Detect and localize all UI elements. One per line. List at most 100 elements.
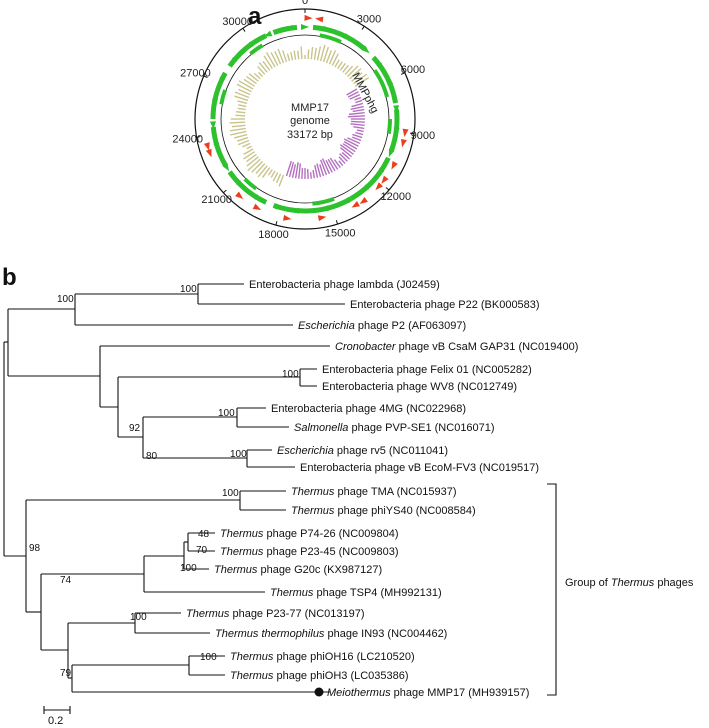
bootstrap-value: 100: [57, 294, 74, 305]
taxon-label: Thermus phage phiYS40 (NC008584): [291, 505, 476, 517]
taxon-label: Enterobacteria phage lambda (J02459): [249, 279, 440, 291]
red-orf-arrow: [375, 182, 384, 191]
gc-spike: [339, 62, 347, 71]
gc-spike: [265, 52, 276, 68]
gc-spike: [238, 104, 247, 108]
gc-spike: [316, 46, 322, 61]
gc-spike: [333, 159, 341, 168]
taxon-labels: Enterobacteria phage lambda (J02459) Ente…: [186, 279, 578, 699]
bootstrap-value: 74: [60, 575, 72, 586]
green-orf: [371, 55, 399, 104]
gc-skew-track: [229, 44, 370, 187]
gc-spike: [257, 65, 266, 75]
green-orf-track: [209, 24, 400, 214]
green-orf-arrow: [361, 45, 370, 54]
gc-spike: [282, 50, 288, 63]
green-orf-arrow: [361, 184, 370, 193]
bootstrap-value: 100: [282, 369, 299, 380]
taxon-label: Meiothermus phage MMP17 (MH939157): [327, 687, 529, 699]
gc-spike: [351, 136, 362, 142]
gc-spike: [246, 75, 257, 85]
gc-spike: [352, 133, 363, 139]
green-orf-arrow: [301, 24, 309, 30]
gc-spike: [352, 108, 365, 113]
gc-spike: [291, 164, 297, 178]
bootstrap-value: 100: [180, 563, 197, 574]
tick-label: 15000: [325, 228, 356, 240]
taxon-label: Thermus phage phiOH16 (LC210520): [230, 651, 415, 663]
red-orf-arrow: [391, 161, 398, 170]
gc-spike: [307, 49, 310, 60]
gc-spike: [297, 50, 300, 60]
tick-mark: [242, 27, 246, 32]
gc-spike: [320, 159, 328, 176]
thermus-group-label: Group of Thermus phages: [565, 577, 694, 589]
bootstrap-value: 100: [130, 612, 147, 623]
gc-spike: [246, 145, 252, 150]
gc-spike: [233, 133, 248, 139]
gc-spike: [231, 124, 246, 128]
tick-label: 6000: [401, 64, 425, 76]
tick-mark: [335, 220, 339, 225]
green-orf-arrow: [209, 121, 216, 130]
gc-spike: [349, 93, 361, 100]
gc-spike: [251, 160, 264, 173]
tick-mark: [409, 132, 415, 135]
gc-spike: [351, 102, 364, 108]
red-orf-arrow: [401, 138, 407, 148]
gc-spike: [277, 48, 285, 64]
gc-spike: [327, 158, 336, 172]
gc-spike: [314, 164, 319, 178]
bootstrap-value: 70: [196, 545, 208, 556]
gc-spike: [246, 156, 259, 167]
gc-spike: [293, 50, 297, 60]
gc-spike: [347, 91, 359, 98]
red-orf-arrow: [315, 16, 324, 23]
green-orf-arrow: [285, 24, 294, 31]
gc-spike: [243, 78, 256, 87]
green-orf-arrow: [212, 98, 219, 107]
tick-mark: [203, 75, 208, 79]
scale-bar: [43, 706, 71, 714]
gc-spike: [300, 46, 303, 60]
gc-spike: [247, 158, 261, 172]
tick-mark: [361, 26, 365, 30]
gc-spike: [257, 165, 268, 178]
bootstrap-value: 79: [60, 668, 72, 679]
gc-spike: [229, 121, 246, 124]
green-orf-arrow: [254, 194, 263, 201]
green-orf: [349, 156, 391, 201]
gc-spike: [243, 148, 254, 156]
red-orf-arrow: [283, 214, 292, 221]
gc-spike: [243, 151, 256, 160]
gc-spike: [234, 91, 250, 99]
gc-spike: [342, 64, 350, 73]
gc-spike: [272, 172, 279, 182]
taxon-label: Enterobacteria phage 4MG (NC022968): [271, 403, 466, 415]
gc-spike: [237, 139, 250, 146]
green-orf-arrow: [230, 57, 238, 66]
green-orf: [219, 89, 228, 105]
gc-spike: [236, 136, 249, 142]
gc-spike: [322, 46, 330, 63]
gc-spike: [253, 72, 261, 80]
bootstrap-value: 98: [29, 543, 41, 554]
gc-spike: [338, 156, 346, 165]
gc-spike: [331, 53, 339, 66]
gc-spike: [347, 137, 361, 145]
taxon-label: Cronobacter phage vB CsaM GAP31 (NC01940…: [335, 341, 578, 353]
green-orf-arrow: [322, 25, 332, 32]
gc-spike: [316, 163, 322, 178]
gc-spike: [267, 168, 273, 176]
position-tick-labels: 0300060009000120001500018000210002400027…: [172, 0, 435, 241]
green-orf-arrow: [263, 30, 273, 37]
green-orf-arrow: [376, 62, 384, 71]
gc-spike: [242, 142, 251, 148]
tick-mark: [196, 136, 201, 138]
tick-label: 9000: [411, 130, 435, 142]
gc-spike: [340, 147, 353, 158]
red-orf-track: [203, 14, 409, 222]
gc-spike: [261, 167, 271, 178]
bootstrap-value: 92: [129, 423, 141, 434]
